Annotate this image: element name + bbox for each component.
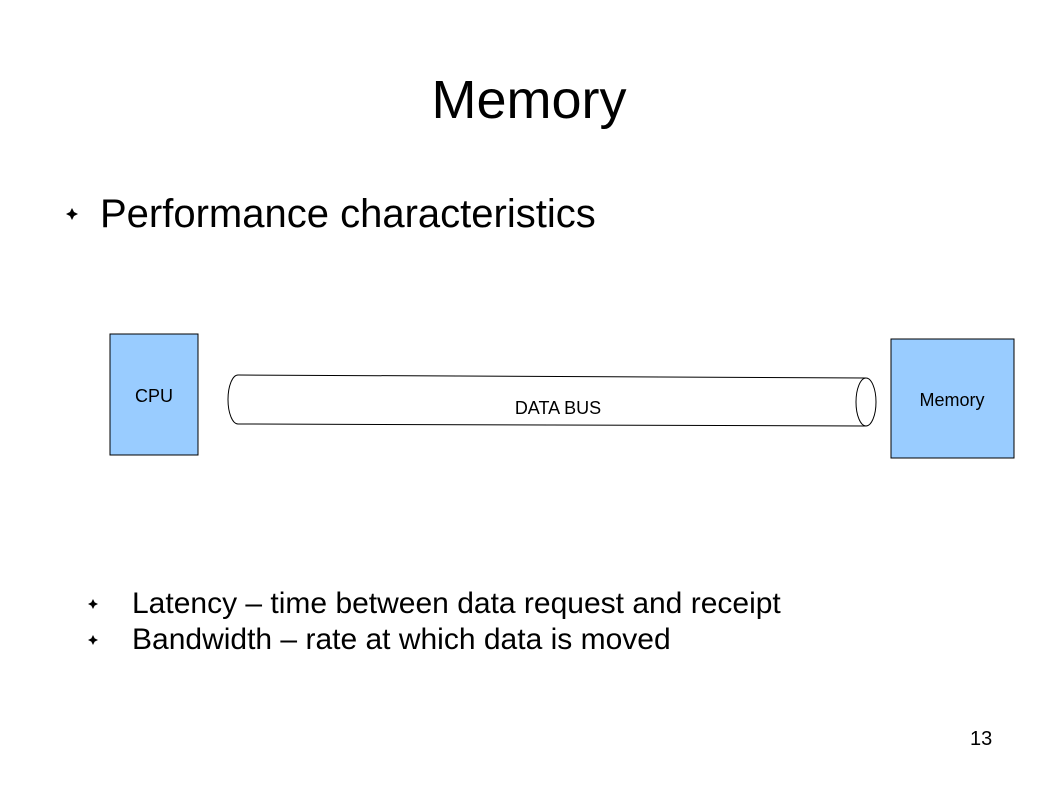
page-number: 13 <box>970 728 993 750</box>
sub-bullet-bandwidth: Bandwidth – rate at which data is moved <box>88 622 671 658</box>
slide-title: Memory <box>431 70 627 130</box>
main-bullet-text: Performance characteristics <box>100 192 596 236</box>
memory-box <box>890 338 1015 459</box>
cpu-label: CPU <box>135 386 173 406</box>
data-bus-label: DATA BUS <box>515 398 601 418</box>
diamond-bullet-icon <box>88 599 98 609</box>
memory-label: Memory <box>919 390 984 410</box>
data-bus <box>227 374 877 427</box>
sub-bullet-latency: Latency – time between data request and … <box>88 586 781 622</box>
main-bullet: Performance characteristics <box>66 190 596 238</box>
sub-bullet-text: Latency – time between data request and … <box>132 587 781 620</box>
diamond-bullet-icon <box>66 208 78 220</box>
sub-bullet-text: Bandwidth – rate at which data is moved <box>132 623 671 656</box>
diamond-bullet-icon <box>88 635 98 645</box>
cpu-box <box>109 333 199 456</box>
